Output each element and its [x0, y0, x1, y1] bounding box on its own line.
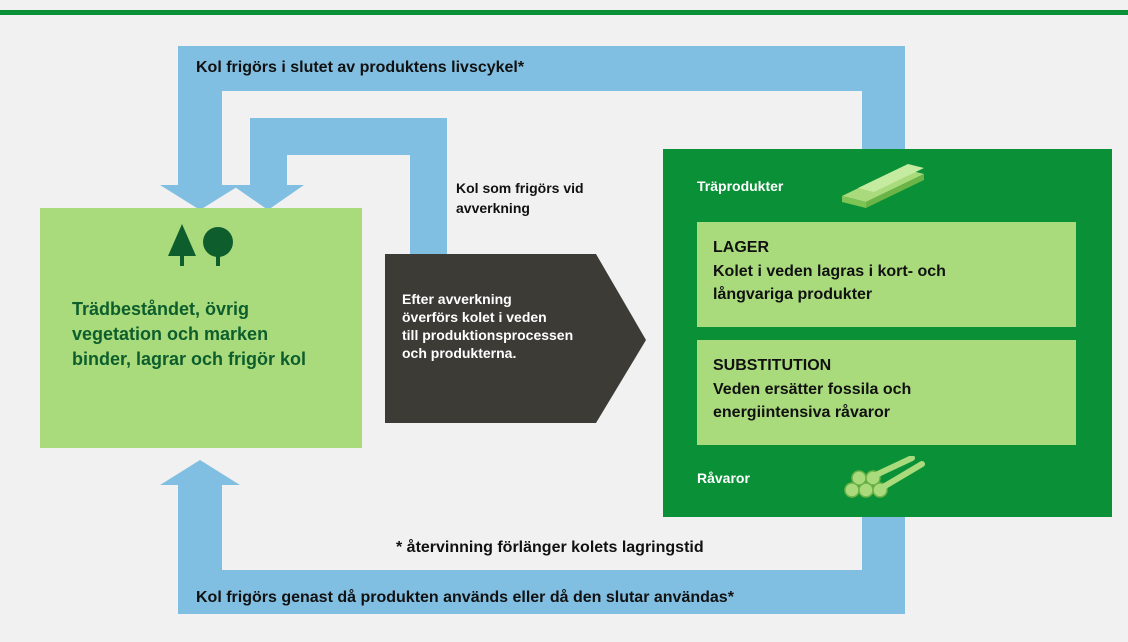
products-box — [663, 149, 1112, 517]
top-rule — [0, 10, 1128, 15]
lager-line1: Kolet i veden lagras i kort- och — [713, 263, 946, 280]
forest-line1: Trädbeståndet, övrig — [72, 299, 250, 319]
planks-icon — [842, 164, 924, 208]
substitution-line2: energiintensiva råvaror — [713, 404, 890, 421]
top-loop-arrow — [160, 46, 905, 210]
bottom-loop-arrow — [160, 460, 905, 614]
footnote: * återvinning förlänger kolets lagringst… — [396, 539, 704, 556]
process-arrow — [385, 254, 646, 423]
raw-materials-label: Råvaror — [697, 470, 750, 486]
top-loop-label: Kol frigörs i slutet av produktens livsc… — [196, 59, 525, 76]
forest-line2: vegetation och marken — [72, 324, 269, 344]
lager-line2: långvariga produkter — [713, 286, 873, 303]
logs-icon — [844, 456, 925, 498]
process-description: Efter avverkning överförs kolet i veden … — [402, 290, 642, 362]
process-line2: överförs kolet i veden — [402, 309, 547, 325]
harvest-loop-arrow — [232, 118, 447, 254]
process-line4: och produkterna. — [402, 345, 517, 361]
trees-icon — [168, 224, 233, 266]
harvest-label-line2: avverkning — [456, 200, 530, 216]
lager-title: LAGER — [713, 239, 769, 256]
process-line1: Efter avverkning — [402, 291, 512, 307]
lager-box: LAGER Kolet i veden lagras i kort- och l… — [697, 222, 1076, 327]
substitution-title: SUBSTITUTION — [713, 357, 832, 374]
forest-box — [40, 208, 362, 448]
forest-line3: binder, lagrar och frigör kol — [72, 349, 307, 369]
substitution-line1: Veden ersätter fossila och — [713, 381, 912, 398]
harvest-label: Kol som frigörs vid avverkning — [456, 178, 584, 218]
forest-description: Trädbeståndet, övrig vegetation och mark… — [72, 297, 362, 372]
process-line3: till produktionsprocessen — [402, 327, 574, 343]
substitution-box: SUBSTITUTION Veden ersätter fossila och … — [697, 340, 1076, 445]
harvest-label-line1: Kol som frigörs vid — [456, 180, 584, 196]
wood-products-label: Träprodukter — [697, 178, 784, 194]
bottom-loop-label: Kol frigörs genast då produkten används … — [196, 589, 734, 606]
